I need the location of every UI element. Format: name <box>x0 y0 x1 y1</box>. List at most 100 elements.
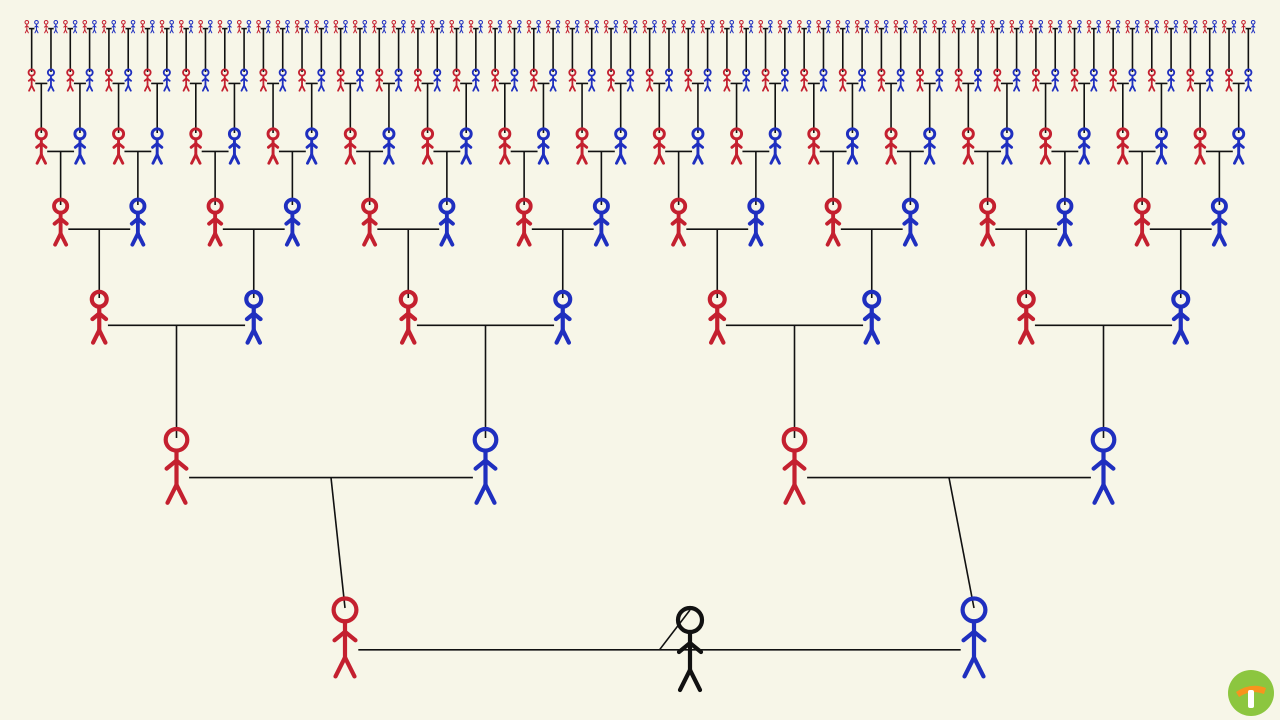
person-leg-right <box>760 29 763 34</box>
mother-figure-gen7 <box>217 19 223 34</box>
person-leg-right <box>1044 153 1052 165</box>
mother-figure-gen7 <box>854 19 860 34</box>
person-head <box>188 19 194 25</box>
person-leg-right <box>373 29 377 34</box>
person-arm-right <box>209 25 213 28</box>
person-leg-right <box>367 231 378 247</box>
person-leg-right <box>619 153 627 165</box>
person-arm-right <box>837 25 841 28</box>
person-leg-right <box>861 84 866 92</box>
mother-figure-gen7 <box>1106 19 1111 34</box>
person-arm-right <box>856 25 860 28</box>
person-arm-right <box>229 25 232 28</box>
mother-figure-gen7 <box>932 19 937 34</box>
person-head <box>1202 19 1208 25</box>
person-arm-right <box>426 142 434 149</box>
father-figure-gen5 <box>73 127 87 165</box>
mother-figure-gen5 <box>498 127 512 165</box>
father-figure-gen6 <box>394 68 403 92</box>
person-arm-right <box>841 77 847 82</box>
person-arm-right <box>538 25 541 28</box>
person-arm-right <box>822 77 828 82</box>
person-arm-right <box>50 77 55 82</box>
person-leg-right <box>229 29 232 34</box>
person-arm-right <box>155 142 164 149</box>
mother-figure-gen7 <box>719 19 725 34</box>
person-head <box>883 19 889 25</box>
father-figure-gen6 <box>1012 68 1021 92</box>
father-figure-gen6 <box>742 68 751 92</box>
person-arm-right <box>880 77 886 82</box>
person-leg-right <box>905 29 908 34</box>
mother-figure-gen5 <box>1039 127 1053 165</box>
mother-figure-gen4 <box>824 197 842 247</box>
mother-figure-gen5 <box>266 127 280 165</box>
person-arm-right <box>354 25 358 28</box>
person-leg-right <box>812 153 820 165</box>
person-arm-right <box>431 25 435 28</box>
person-arm-right <box>1194 25 1198 28</box>
mother-figure-gen6 <box>877 68 886 92</box>
person-head <box>159 19 165 25</box>
person-arm-right <box>422 25 425 28</box>
person-leg-right <box>808 29 812 34</box>
mother-figure-gen6 <box>1147 68 1156 92</box>
person-leg-right <box>301 84 306 92</box>
person-arm-right <box>93 25 97 28</box>
father-figure-gen1 <box>960 596 988 679</box>
person-arm-right <box>1112 77 1117 82</box>
father-figure-gen6 <box>858 68 867 92</box>
mother-figure-gen7 <box>1048 19 1053 34</box>
person-leg-right <box>696 153 704 165</box>
person-leg-right <box>1175 29 1178 34</box>
person-arm-right <box>1165 25 1169 28</box>
mother-figure-gen7 <box>314 19 319 34</box>
person-arm-right <box>1223 25 1227 28</box>
mother-figure-gen6 <box>684 68 693 92</box>
person-leg-right <box>378 84 383 92</box>
person-arm-right <box>480 25 483 28</box>
mother-figure-gen2 <box>163 426 190 505</box>
person-leg-right <box>721 29 725 34</box>
person-leg-right <box>841 84 847 92</box>
father-figure-gen7 <box>1173 19 1179 34</box>
person-leg-right <box>725 84 731 92</box>
father-figure-gen5 <box>305 127 319 165</box>
person-arm-right <box>267 25 271 28</box>
person-leg-right <box>127 84 132 92</box>
person-leg-right <box>483 482 497 505</box>
person-leg-right <box>1020 29 1024 34</box>
father-figure-gen7 <box>961 19 966 34</box>
father-figure-gen6 <box>935 68 944 92</box>
person-head <box>623 19 628 25</box>
person-arm-right <box>219 25 223 28</box>
person-leg-right <box>232 153 241 165</box>
person-arm-right <box>731 25 734 28</box>
person-arm-right <box>528 25 532 28</box>
person-arm-right <box>509 25 512 28</box>
person-leg-right <box>1159 153 1168 165</box>
person-arm-right <box>1131 77 1137 82</box>
mother-figure-gen7 <box>352 19 358 34</box>
person-arm-right <box>1020 25 1024 28</box>
person-leg-right <box>957 84 963 92</box>
mother-figure-gen7 <box>681 19 686 34</box>
person-arm-right <box>397 77 403 82</box>
father-figure-gen7 <box>864 19 870 34</box>
person-leg-right <box>1049 29 1053 34</box>
person-arm-right <box>971 629 987 643</box>
person-leg-right <box>1237 153 1245 165</box>
person-arm-right <box>1030 25 1034 28</box>
person-leg-right <box>1170 84 1175 92</box>
father-figure-gen7 <box>671 19 677 34</box>
mother-figure-gen5 <box>112 127 126 165</box>
person-arm-right <box>489 25 493 28</box>
person-leg-right <box>1140 231 1150 247</box>
person-arm-right <box>296 25 300 28</box>
person-arm-right <box>629 77 635 82</box>
father-figure-gen6 <box>973 68 982 92</box>
person-arm-right <box>1121 142 1129 149</box>
father-figure-gen5 <box>459 127 473 165</box>
person-leg-right <box>267 29 271 34</box>
person-leg-right <box>518 29 522 34</box>
